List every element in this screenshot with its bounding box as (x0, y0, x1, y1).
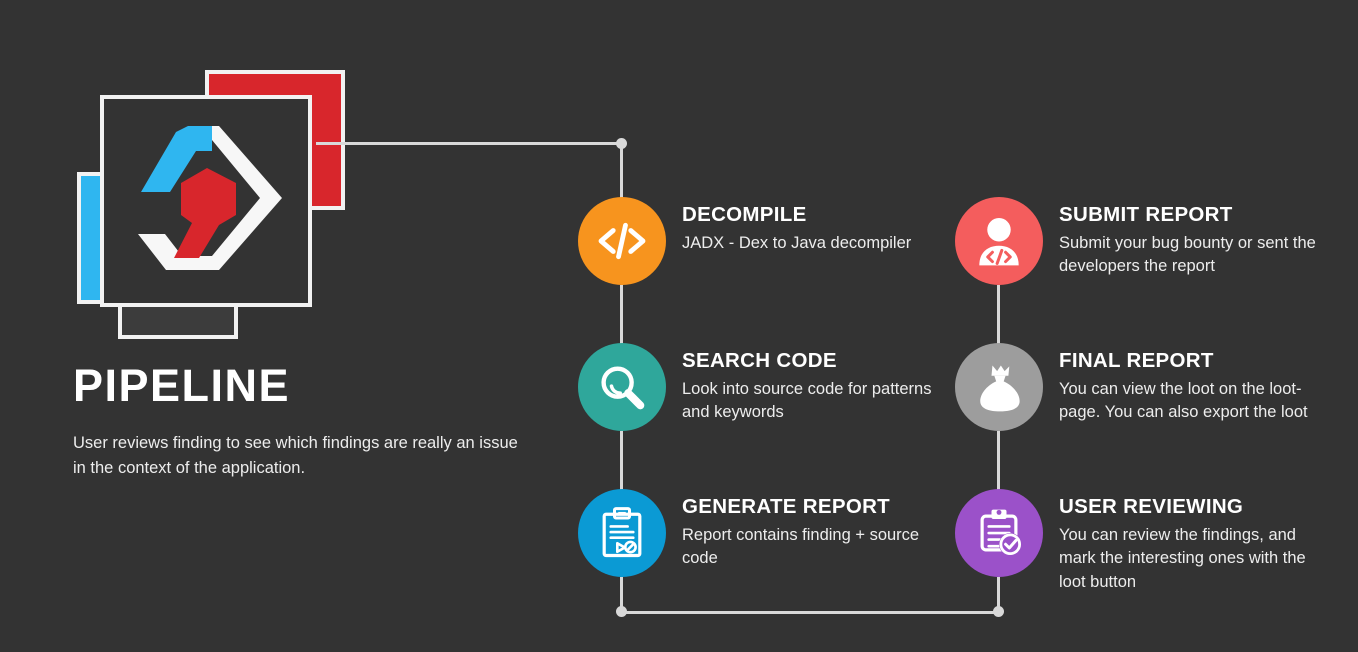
clipboard-check-icon (980, 509, 1022, 556)
logo-cluster (0, 0, 420, 360)
step-decompile-text: DECOMPILE JADX - Dex to Java decompiler (682, 197, 944, 255)
connector-generate-to-bottom (620, 577, 623, 615)
connector-final-to-user (997, 431, 1000, 495)
step-final-report-text: FINAL REPORT You can view the loot on th… (1059, 343, 1327, 425)
step-generate-report[interactable]: GENERATE REPORT Report contains finding … (578, 489, 944, 577)
step-submit-report-text: SUBMIT REPORT Submit your bug bounty or … (1059, 197, 1327, 279)
connector-dot-top-left (616, 138, 627, 149)
connector-bottom-bridge-horizontal (620, 611, 1002, 614)
step-user-reviewing-circle[interactable] (955, 489, 1043, 577)
page-subtitle: User reviews finding to see which findin… (73, 434, 518, 478)
connector-dot-bottom-left (616, 606, 627, 617)
step-decompile-desc: JADX - Dex to Java decompiler (682, 234, 912, 252)
step-final-report-title: FINAL REPORT (1059, 349, 1214, 372)
step-decompile-title: DECOMPILE (682, 203, 807, 226)
connector-decompile-to-search (620, 285, 623, 349)
connector-bottom-to-user-reviewing (997, 577, 1000, 615)
step-final-report[interactable]: FINAL REPORT You can view the loot on th… (955, 343, 1327, 431)
step-generate-report-title: GENERATE REPORT (682, 495, 890, 518)
step-submit-report[interactable]: SUBMIT REPORT Submit your bug bounty or … (955, 197, 1327, 285)
step-user-reviewing-text: USER REVIEWING You can review the findin… (1059, 489, 1327, 594)
step-search-code-circle[interactable] (578, 343, 666, 431)
step-search-code-title: SEARCH CODE (682, 349, 837, 372)
connector-submit-to-final (997, 285, 1000, 349)
step-user-reviewing-title: USER REVIEWING (1059, 495, 1244, 518)
connector-search-to-generate (620, 431, 623, 495)
money-bag-icon (980, 365, 1020, 412)
step-submit-report-desc: Submit your bug bounty or sent the devel… (1059, 234, 1316, 276)
step-decompile[interactable]: DECOMPILE JADX - Dex to Java decompiler (578, 197, 944, 285)
step-decompile-circle[interactable] (578, 197, 666, 285)
page-title: PIPELINE (73, 360, 291, 411)
connector-decompile-vertical (620, 142, 623, 202)
step-submit-report-circle[interactable] (955, 197, 1043, 285)
step-generate-report-desc: Report contains finding + source code (682, 526, 920, 568)
step-search-code[interactable]: SEARCH CODE Look into source code for pa… (578, 343, 944, 431)
step-search-code-desc: Look into source code for patterns and k… (682, 380, 932, 422)
title-block: PIPELINE User reviews finding to see whi… (73, 362, 543, 481)
step-final-report-circle[interactable] (955, 343, 1043, 431)
connector-logo-to-decompile-horizontal (316, 142, 626, 145)
step-final-report-desc: You can view the loot on the loot-page. … (1059, 380, 1308, 422)
developer-person-icon (979, 218, 1019, 266)
magnifier-icon (601, 366, 645, 410)
code-brackets-icon (598, 222, 646, 260)
step-user-reviewing[interactable]: USER REVIEWING You can review the findin… (955, 489, 1327, 594)
step-search-code-text: SEARCH CODE Look into source code for pa… (682, 343, 944, 425)
step-generate-report-circle[interactable] (578, 489, 666, 577)
logo-accent-square-dark (118, 303, 238, 339)
step-submit-report-title: SUBMIT REPORT (1059, 203, 1233, 226)
step-user-reviewing-desc: You can review the findings, and mark th… (1059, 526, 1306, 591)
pipeline-hexagon-logo-icon (138, 126, 282, 270)
step-generate-report-text: GENERATE REPORT Report contains finding … (682, 489, 944, 571)
clipboard-chart-icon (602, 507, 642, 558)
